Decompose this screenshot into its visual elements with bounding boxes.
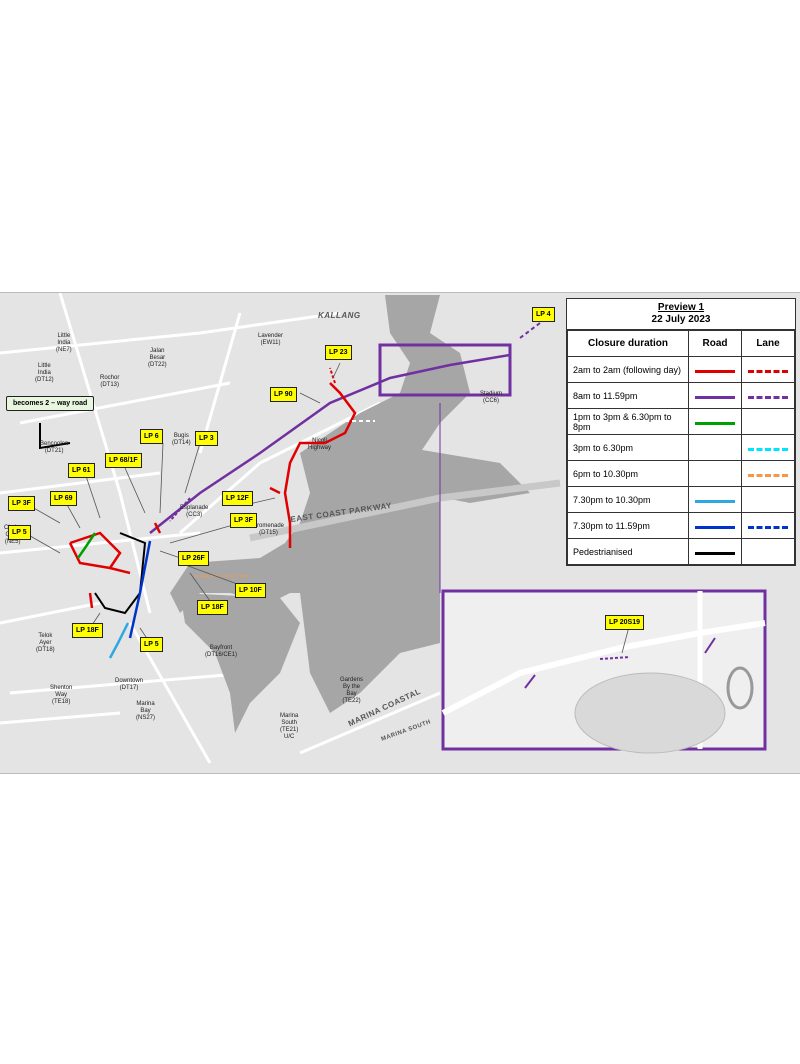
- lamp-post-label[interactable]: LP 68/1F: [105, 453, 142, 468]
- lamp-post-label[interactable]: LP 10F: [235, 583, 266, 598]
- lane-closure-swatch: [748, 369, 788, 373]
- place-downtown: Downtown(DT17): [115, 678, 144, 691]
- lamp-post-label[interactable]: LP 69: [50, 491, 77, 506]
- water-bodies: [170, 295, 530, 733]
- lane-closure-swatch: [748, 525, 788, 529]
- legend-row: 3pm to 6.30pm: [567, 434, 795, 461]
- lamp-post-label[interactable]: LP 20S19: [605, 615, 645, 630]
- place-bayfront: Bayfront(DT16/CE1): [205, 645, 238, 658]
- legend-row: 1pm to 3pm & 6.30pm to 8pm: [567, 408, 795, 435]
- legend-rows: 2am to 2am (following day)8am to 11.59pm…: [567, 356, 795, 565]
- lamp-post-label[interactable]: LP 3: [195, 431, 218, 446]
- two-way-road-note: becomes 2 – way road: [6, 396, 95, 411]
- lamp-post-label[interactable]: LP 18F: [197, 600, 228, 615]
- lamp-post-label[interactable]: LP 26F: [178, 551, 209, 566]
- lightblue-closure: [108, 622, 130, 659]
- lamp-post-label[interactable]: LP 6: [140, 429, 163, 444]
- lane-closure-swatch: [748, 395, 788, 399]
- legend-road-swatch-cell: [688, 538, 742, 565]
- lamp-post-label[interactable]: LP 90: [270, 387, 297, 402]
- legend-row: 2am to 2am (following day): [567, 356, 795, 383]
- legend-road-swatch-cell: [688, 408, 742, 435]
- place-lavender: Lavender(EW11): [258, 333, 284, 346]
- place-esplanade: Esplanade(CC3): [180, 505, 209, 518]
- legend-road-swatch-cell: [688, 356, 742, 383]
- legend-row-label: 1pm to 3pm & 6.30pm to 8pm: [567, 408, 689, 435]
- inset-stadium: [441, 591, 766, 754]
- legend-header-duration: Closure duration: [567, 330, 689, 357]
- legend-row-label: Pedestrianised: [567, 538, 689, 565]
- legend-row-label: 6pm to 10.30pm: [567, 460, 689, 487]
- legend-road-swatch-cell: [688, 460, 742, 487]
- legend-title: Preview 1: [657, 302, 705, 313]
- road-closure-swatch: [695, 395, 735, 399]
- lamp-post-label[interactable]: LP 18F: [72, 623, 103, 638]
- legend-road-swatch-cell: [688, 512, 742, 539]
- place-bugis: Bugis(DT14): [172, 433, 191, 446]
- legend: Preview 1 22 July 2023 Closure duration …: [566, 298, 796, 566]
- legend-title-block: Preview 1 22 July 2023: [567, 299, 795, 330]
- lamp-post-label[interactable]: LP 5: [8, 525, 31, 540]
- legend-table: Closure duration Road Lane 2am to 2am (f…: [567, 330, 795, 565]
- legend-road-swatch-cell: [688, 486, 742, 513]
- road-closure-swatch: [695, 525, 735, 529]
- pedestrianised: [39, 423, 147, 615]
- legend-row: 8am to 11.59pm: [567, 382, 795, 409]
- legend-lane-swatch-cell: [741, 434, 795, 461]
- blue-closure: [128, 540, 152, 639]
- place-bencoolen: Bencoolen(DT21): [40, 441, 69, 454]
- lamp-post-label[interactable]: LP 5: [140, 637, 163, 652]
- legend-row: 6pm to 10.30pm: [567, 460, 795, 487]
- place-rochor: Rochor(DT13): [100, 375, 120, 388]
- legend-header-lane: Lane: [741, 330, 795, 357]
- legend-row: 7.30pm to 11.59pm: [567, 512, 795, 539]
- road-closure-swatch: [695, 499, 735, 503]
- legend-lane-swatch-cell: [741, 382, 795, 409]
- legend-lane-swatch-cell: [741, 460, 795, 487]
- green-closure: [76, 532, 97, 559]
- lamp-post-label[interactable]: LP 3F: [230, 513, 257, 528]
- road-closure-swatch: [695, 369, 735, 373]
- legend-header-road: Road: [688, 330, 742, 357]
- legend-lane-swatch-cell: [741, 408, 795, 435]
- legend-row: Pedestrianised: [567, 538, 795, 565]
- legend-row-label: 2am to 2am (following day): [567, 356, 689, 383]
- legend-row-label: 7.30pm to 11.59pm: [567, 512, 689, 539]
- legend-row: 7.30pm to 10.30pm: [567, 486, 795, 513]
- place-promenade: Promenade(DT15): [253, 523, 285, 536]
- legend-date: 22 July 2023: [651, 314, 711, 325]
- legend-row-label: 7.30pm to 10.30pm: [567, 486, 689, 513]
- legend-lane-swatch-cell: [741, 486, 795, 513]
- legend-road-swatch-cell: [688, 382, 742, 409]
- road-kallang: KALLANG: [318, 311, 361, 320]
- road-closure-swatch: [695, 421, 735, 425]
- legend-row-label: 3pm to 6.30pm: [567, 434, 689, 461]
- place-stadium: Stadium(CC6): [480, 391, 503, 404]
- legend-row-label: 8am to 11.59pm: [567, 382, 689, 409]
- lane-closure-swatch: [748, 473, 788, 477]
- legend-road-swatch-cell: [688, 434, 742, 461]
- legend-header-row: Closure duration Road Lane: [567, 330, 795, 357]
- legend-lane-swatch-cell: [741, 538, 795, 565]
- lane-closure-swatch: [748, 447, 788, 451]
- legend-lane-swatch-cell: [741, 512, 795, 539]
- lamp-post-label[interactable]: LP 3F: [8, 496, 35, 511]
- road-closure-swatch: [695, 551, 735, 555]
- lamp-post-label[interactable]: LP 61: [68, 463, 95, 478]
- legend-lane-swatch-cell: [741, 356, 795, 383]
- map-frame: KALLANG EAST COAST PARKWAY MARINA COASTA…: [0, 292, 800, 774]
- lamp-post-label[interactable]: LP 23: [325, 345, 352, 360]
- lamp-post-label[interactable]: LP 4: [532, 307, 555, 322]
- lamp-post-label[interactable]: LP 12F: [222, 491, 253, 506]
